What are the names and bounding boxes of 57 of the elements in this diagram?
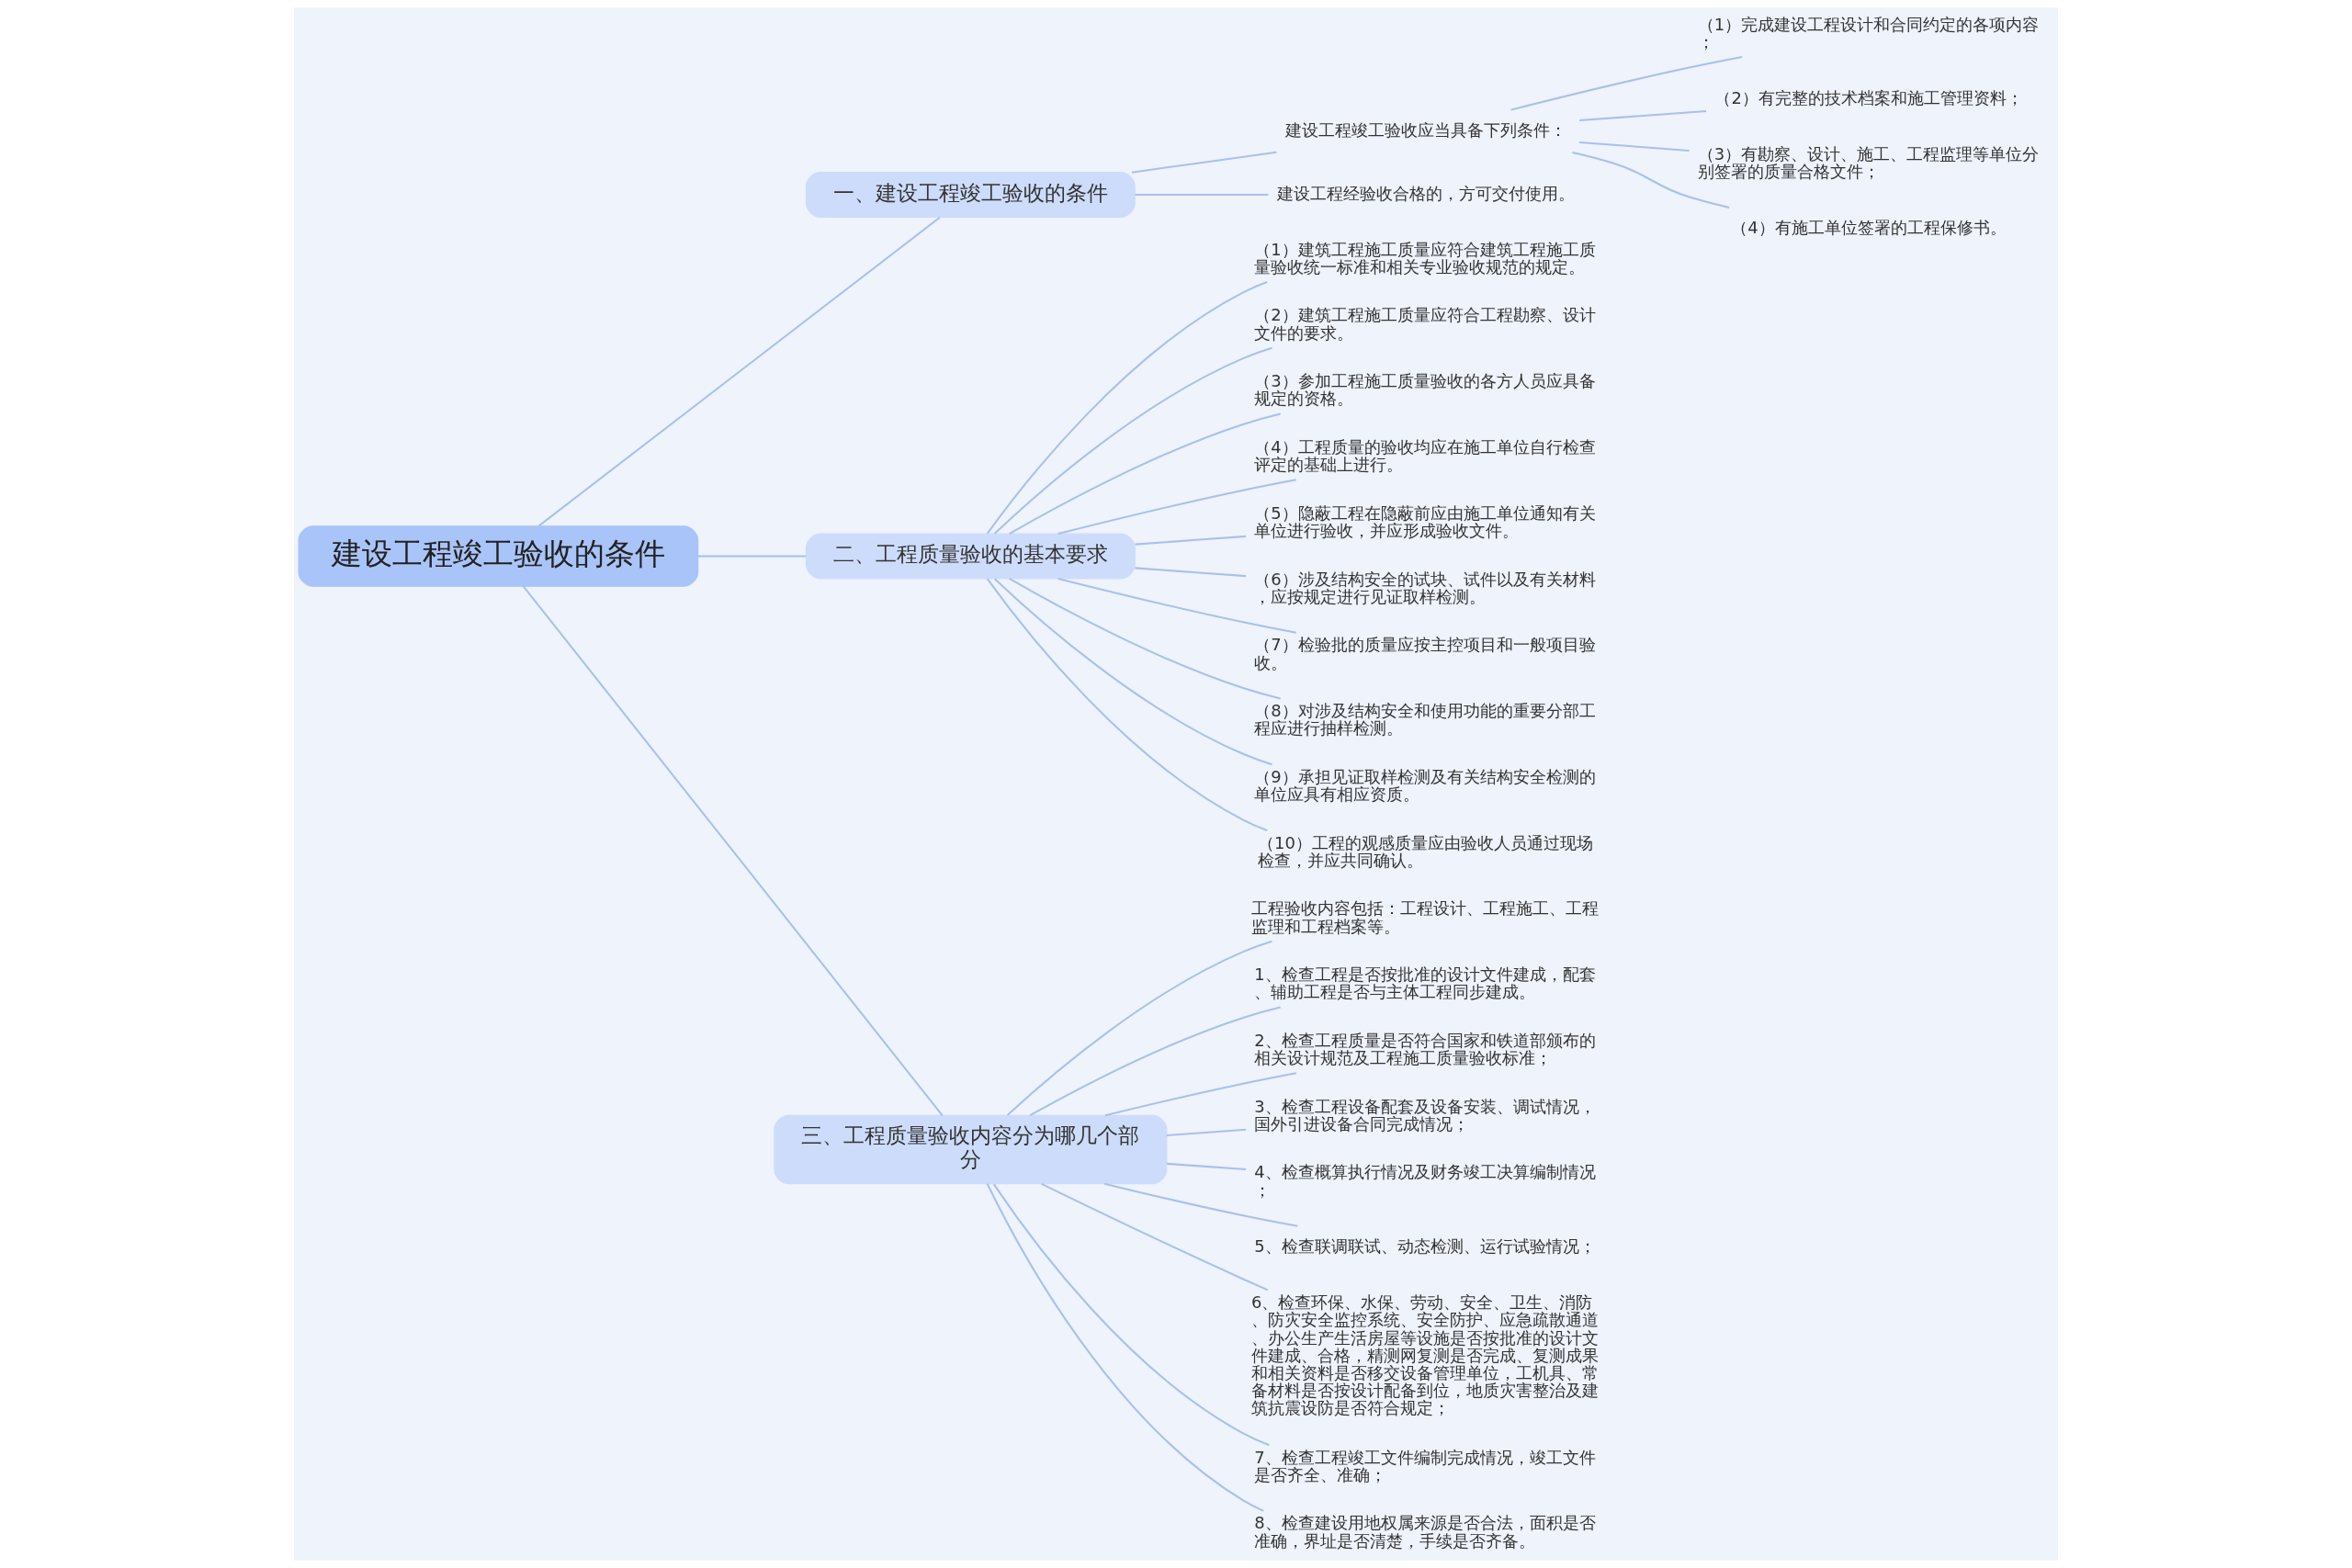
connector: [1135, 535, 1247, 546]
node-box: 三、工程质量验收内容分为哪几个部分: [774, 1114, 1168, 1185]
connector: [992, 1183, 1270, 1447]
node-text: 7、检查工程竣工文件编制完成情况，竣工文件是否齐全、准确；: [1254, 1447, 1596, 1484]
connector: [1103, 1182, 1298, 1227]
node-text: 6、检查环保、水保、劳动、安全、卫生、消防、防灾安全监控系统、安全防护、应急疏散通道、办公生产生活房屋等设施是否按批准的设计文件建成、合格，精测网复测是否完成、复测成果和相关资料是否移交设备管理单位，工机具、常备材料是否按设计配备到位，地质灾害整治及建筑抗震设防是否符合规定；: [1251, 1292, 1600, 1418]
connector: [1029, 1006, 1281, 1117]
node-text: （1）完成建设工程设计和合同约定的各项内容；: [1697, 14, 2040, 52]
node-box: 建设工程竣工验收的条件: [298, 525, 699, 587]
node-text: 建设工程经验收合格的，方可交付使用。: [1276, 183, 1575, 203]
connector: [1041, 1183, 1269, 1292]
node-text: 建设工程竣工验收应当具备下列条件：: [1284, 119, 1566, 140]
node-text: （4）工程质量的验收均应在施工单位自行检查评定的基础上进行。: [1254, 436, 1596, 475]
node-text: 8、检查建设用地权属来源是否合法，面积是否准确，界址是否清楚，手续是否齐备。: [1254, 1513, 1596, 1551]
connector: [1572, 151, 1730, 209]
node-text: （2）建筑工程施工质量应符合工程勘察、设计文件的要求。: [1254, 305, 1596, 343]
node-text: （1）建筑工程施工质量应符合建筑工程施工质量验收统一标准和相关专业验收规范的规定。: [1254, 239, 1596, 276]
connector: [1510, 56, 1743, 111]
connector: [1057, 479, 1296, 536]
connector: [986, 281, 1268, 535]
node-text: 2、检查工程质量是否符合国家和铁道部颁布的相关设计规范及工程施工质量验收标准；: [1254, 1030, 1596, 1068]
node-text: （3）参加工程施工质量验收的各方人员应具备规定的资格。: [1254, 371, 1596, 409]
connector: [1104, 1072, 1296, 1117]
node-text: 1、检查工程是否按批准的设计文件建成，配套、辅助工程是否与主体工程同步建成。: [1254, 964, 1596, 1002]
connector: [1579, 110, 1707, 122]
connector: [986, 1183, 1264, 1512]
node-text: （6）涉及结构安全的试块、试件以及有关材料，应按规定进行见证取样检测。: [1254, 569, 1596, 606]
connector: [1009, 412, 1281, 535]
node-text: 4、检查概算执行情况及财务竣工决算编制情况；: [1254, 1162, 1596, 1200]
connector: [1057, 577, 1296, 634]
node-text: （2）有完整的技术档案和施工管理资料；: [1714, 87, 2023, 107]
connector: [1166, 1128, 1247, 1137]
connector: [1131, 151, 1277, 174]
connector: [697, 555, 807, 558]
connector: [1006, 940, 1272, 1116]
connector: [1135, 193, 1269, 197]
connector: [1009, 578, 1281, 700]
node-box: 二、工程质量验收的基本要求: [805, 533, 1136, 580]
node-text: （5）隐蔽工程在隐蔽前应由施工单位通知有关单位进行验收，并应形成验收文件。: [1254, 502, 1596, 540]
connector: [986, 578, 1268, 831]
connector: [537, 216, 941, 527]
connector: [522, 585, 944, 1116]
node-text: （9）承担见证取样检测及有关结构安全检测的单位应具有相应资质。: [1254, 766, 1596, 805]
node-text: （10）工程的观感质量应由验收人员通过现场检查，并应共同确认。: [1258, 832, 1593, 870]
node-text: 5、检查联调联试、动态检测、运行试验情况；: [1254, 1235, 1596, 1256]
connector: [1166, 1162, 1247, 1171]
connector: [994, 346, 1272, 535]
node-text: （3）有勘察、设计、施工、工程监理等单位分别签署的质量合格文件；: [1697, 143, 2040, 182]
connector: [994, 578, 1272, 766]
connector: [1135, 567, 1247, 578]
connector: [1579, 141, 1690, 152]
node-box: 一、建设工程竣工验收的条件: [805, 172, 1136, 218]
node-text: 3、检查工程设备配套及设备安装、调试情况，国外引进设备合同完成情况；: [1254, 1096, 1596, 1134]
node-text: （8）对涉及结构安全和使用功能的重要分部工程应进行抽样检测。: [1254, 701, 1596, 739]
node-text: （4）有施工单位签署的工程保修书。: [1731, 217, 2007, 237]
node-text: 工程验收内容包括：工程设计、工程施工、工程监理和工程档案等。: [1251, 898, 1600, 936]
node-text: （7）检验批的质量应按主控项目和一般项目验收。: [1254, 635, 1596, 672]
